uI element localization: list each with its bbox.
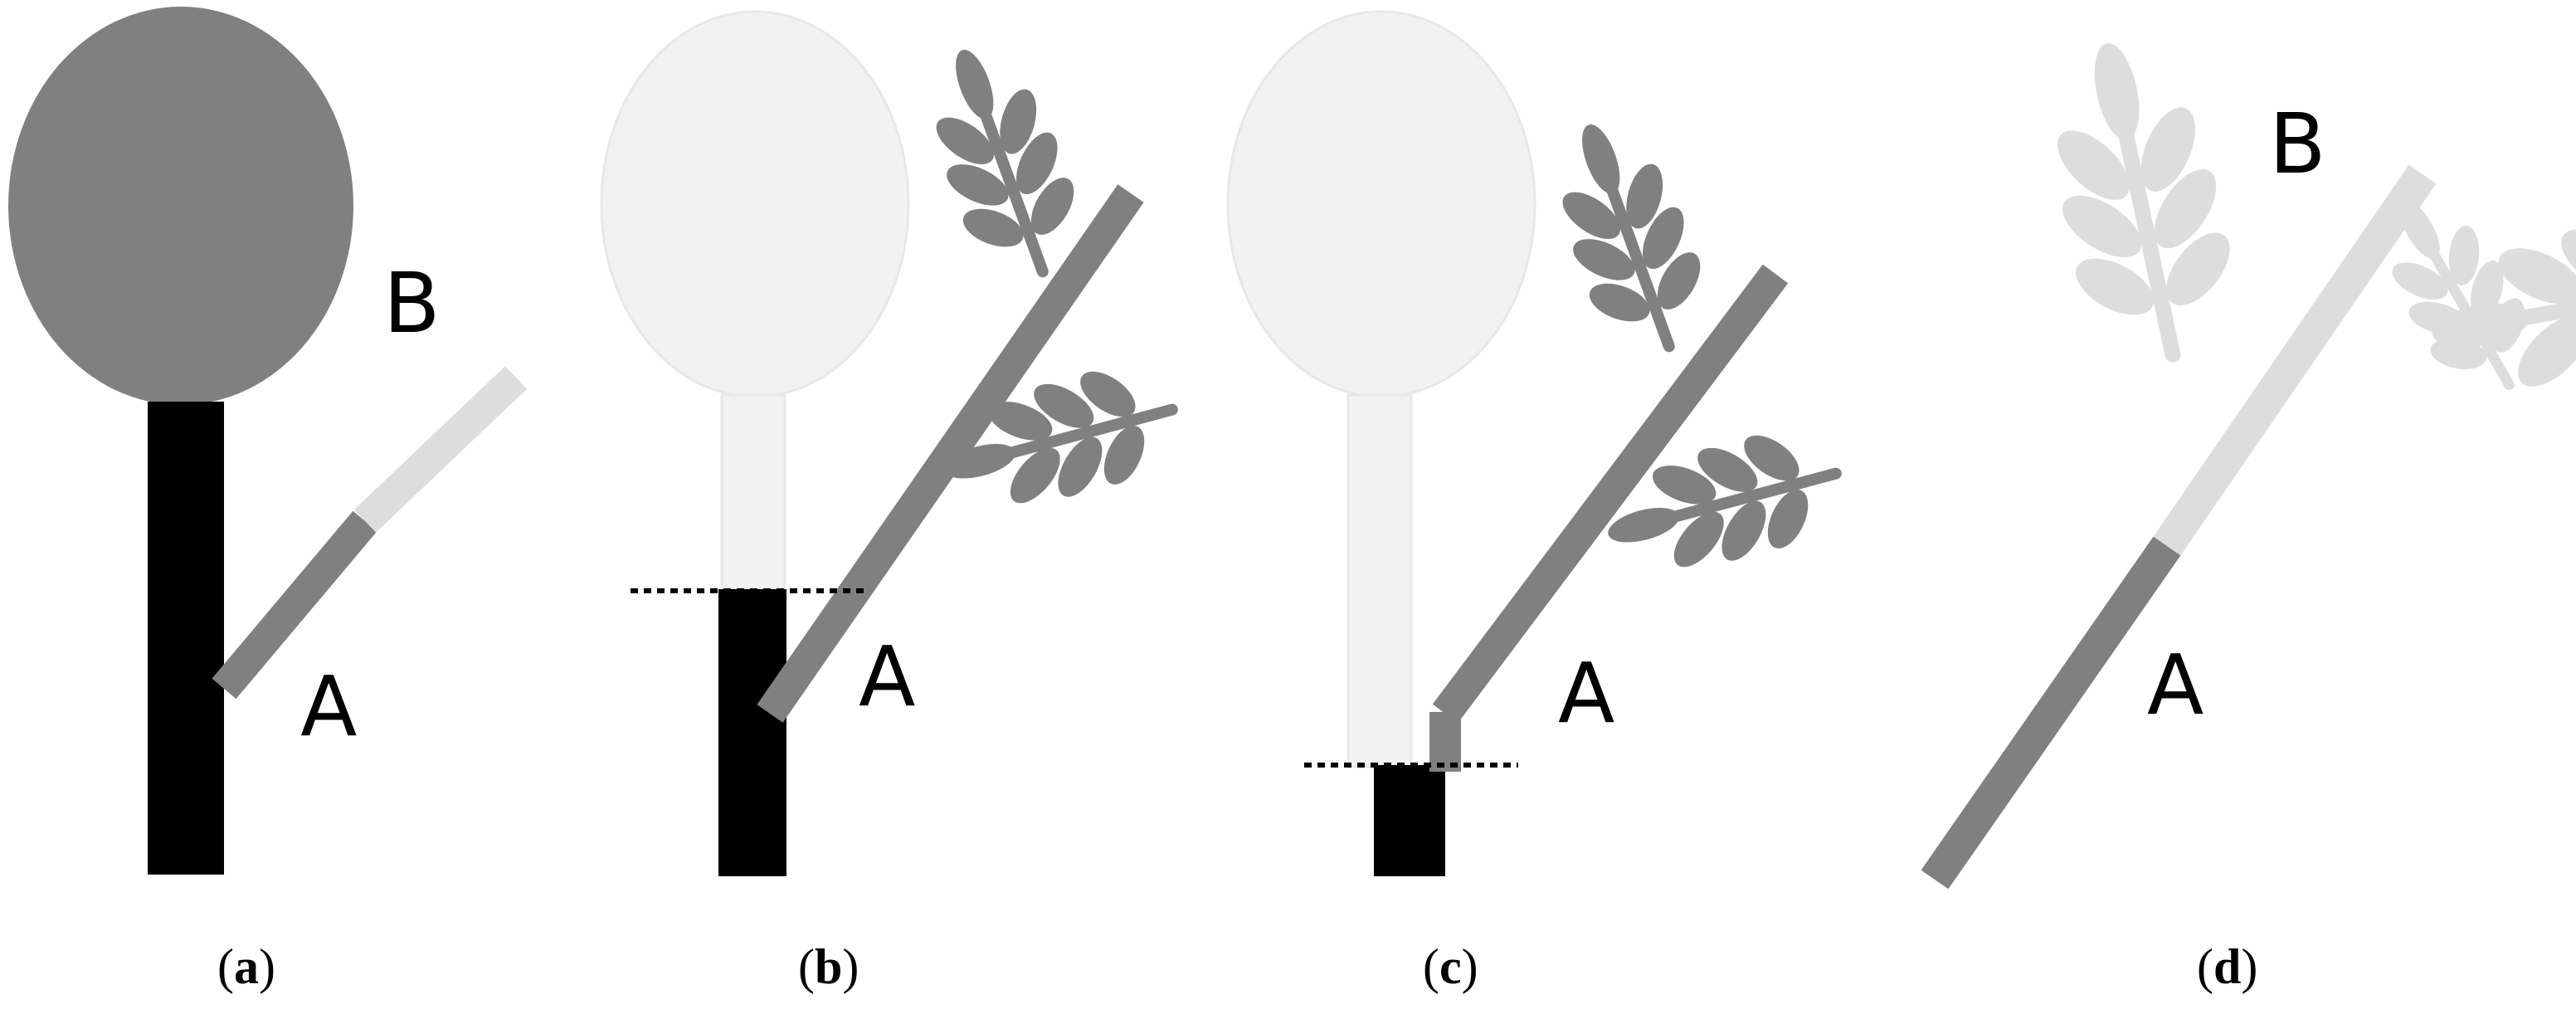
rootstock-stem bbox=[1374, 765, 1445, 876]
ghost-canopy bbox=[1226, 10, 1536, 398]
label-a: A bbox=[1558, 645, 1614, 742]
label-b: B bbox=[383, 255, 441, 352]
leaf-lower bbox=[1591, 409, 1853, 599]
label-a: A bbox=[300, 658, 357, 755]
caption-a: (a) bbox=[217, 939, 275, 994]
grafted-branch bbox=[1921, 536, 2181, 890]
panel-b: A (b) bbox=[600, 10, 1190, 994]
caption-d: (d) bbox=[2197, 939, 2257, 994]
leaf-upper bbox=[1526, 102, 1731, 369]
label-a: A bbox=[859, 628, 915, 725]
caption-c: (c) bbox=[1423, 939, 1478, 994]
ghost-canopy bbox=[600, 10, 910, 398]
rootstock-stem bbox=[718, 589, 786, 876]
scion-branch bbox=[1432, 264, 1789, 724]
panel-a: B A (a) bbox=[8, 7, 528, 994]
canopy-b bbox=[8, 7, 353, 405]
caption-b: (b) bbox=[798, 939, 859, 994]
rootstock-stem bbox=[148, 402, 224, 875]
panel-c: A (c) bbox=[1226, 10, 1853, 994]
ghost-stem bbox=[720, 393, 786, 592]
ghost-stem bbox=[1346, 393, 1413, 768]
scion-branch bbox=[757, 184, 1144, 723]
graft-branch-tip bbox=[353, 366, 528, 533]
graft-branch bbox=[212, 510, 377, 699]
grafted-branch-top bbox=[2153, 164, 2437, 556]
panel-d: B A (d) bbox=[1921, 25, 2576, 994]
faded-leaf-left bbox=[2018, 25, 2261, 373]
label-a: A bbox=[2147, 636, 2203, 734]
label-b: B bbox=[2269, 95, 2326, 193]
